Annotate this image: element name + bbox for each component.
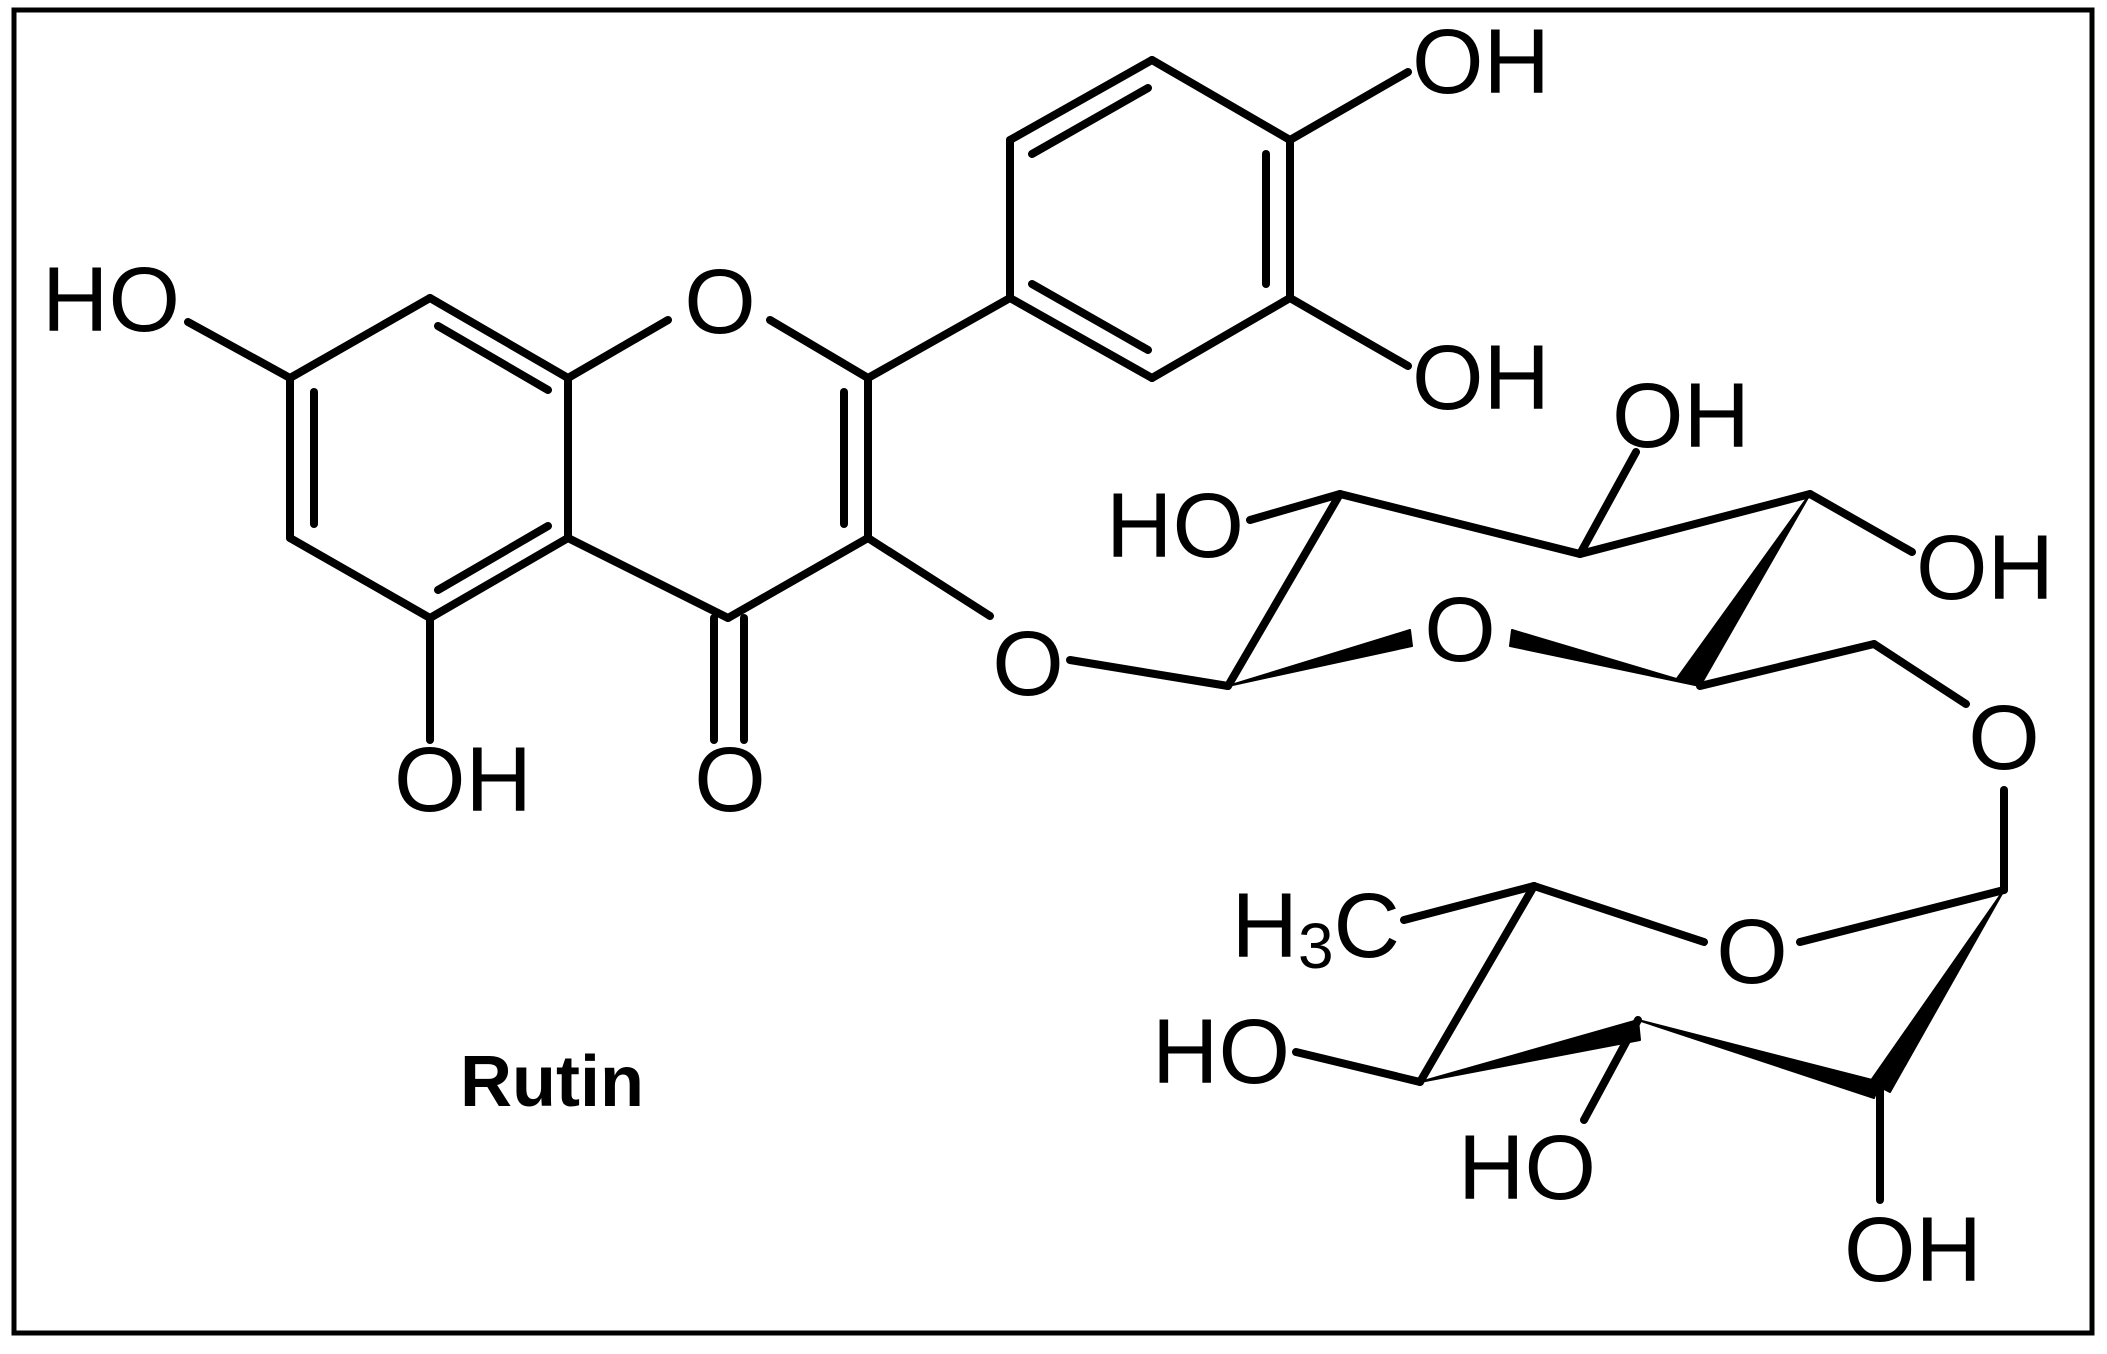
bond-c3-c4 [724,534,872,622]
bond-b6-b1 [1006,294,1156,382]
bond-c5-c6 [286,534,434,622]
bond-r4-oh [1292,1048,1424,1086]
label-b4-oh: OH [1412,11,1550,113]
bond-g4-oh [1806,490,1916,556]
label-glucose-ring-o: O [1424,579,1496,681]
bond-b3-b4 [1148,56,1294,144]
bond-glycosidic-o-c1g [1066,656,1232,690]
ring-c [564,316,872,622]
bond-b2-b3-double [1028,84,1152,158]
bond-c7-oh [184,318,294,382]
compound-name: Rutin [460,1042,644,1122]
bond-b6-b1-double [1028,280,1152,354]
bond-g1-g2 [1224,490,1344,690]
label-methyl: H3C [1232,875,1401,982]
methyl-c: C [1334,875,1400,977]
label-rhamnose-ring-o: O [1716,901,1788,1003]
label-g4-oh: OH [1916,517,2054,619]
bond-g3-oh [1576,448,1640,558]
label-g2-ho: HO [1106,475,1244,577]
bond-ring-o-r5 [1530,882,1708,946]
label-r3-ho: HO [1458,1117,1596,1219]
label-glycosidic-o: O [992,613,1064,715]
bond-c4a-c5-double [434,522,552,594]
bond-c3-glycosidic-o [864,534,994,620]
label-g3-oh: OH [1612,365,1750,467]
bond-c7-c8 [286,294,434,382]
bond-g3-g4 [1576,490,1814,558]
bond-c4a-c5 [426,534,572,622]
bond-r1-ring-o [1796,886,2008,946]
bond-c2-c1prime [864,294,1014,382]
label-r4-ho: HO [1152,1001,1290,1103]
bond-c4-c4a [564,534,732,622]
bond-c8-c8a [426,294,572,382]
bond-b5-oh [1286,294,1412,370]
label-o1: O [684,251,756,353]
bond-b2-b3 [1006,56,1156,144]
glucose-ring [1224,490,1814,690]
wedge-r3-r2 [1637,1019,1881,1099]
bond-g5-c6 [1696,640,1878,690]
wedge-r4-r3 [1419,1019,1641,1083]
label-o6: O [1968,687,2040,789]
ring-b [1006,56,1294,382]
methyl-subscript: 3 [1298,910,1334,982]
bond-g2-oh [1246,490,1344,524]
ring-a [286,294,572,622]
methyl-h: H [1232,875,1298,977]
bond-o1-c2 [766,316,872,382]
rhamnose-ring [1416,882,2008,1099]
wedge-g5-ring-o [1509,629,1701,687]
bond-b4-oh [1286,68,1412,144]
wedge-g1-ring-o [1227,629,1413,687]
bond-g2-g3 [1336,490,1584,558]
bond-r3-oh [1580,1016,1642,1124]
bond-c8-c8a-double [434,322,552,394]
bond-r5-r4 [1416,882,1538,1086]
bond-r5-ch3 [1400,882,1538,924]
figure-border [11,7,2095,1336]
bond-c8a-o1 [564,316,672,382]
bond-b5-b6 [1148,294,1294,382]
bond-c6-o6 [1870,640,1970,708]
label-c7-ho: HO [42,249,180,351]
label-carbonyl-o: O [694,729,766,831]
label-r2-oh: OH [1844,1199,1982,1301]
label-b5-oh: OH [1412,327,1550,429]
label-c5-oh: OH [394,729,532,831]
